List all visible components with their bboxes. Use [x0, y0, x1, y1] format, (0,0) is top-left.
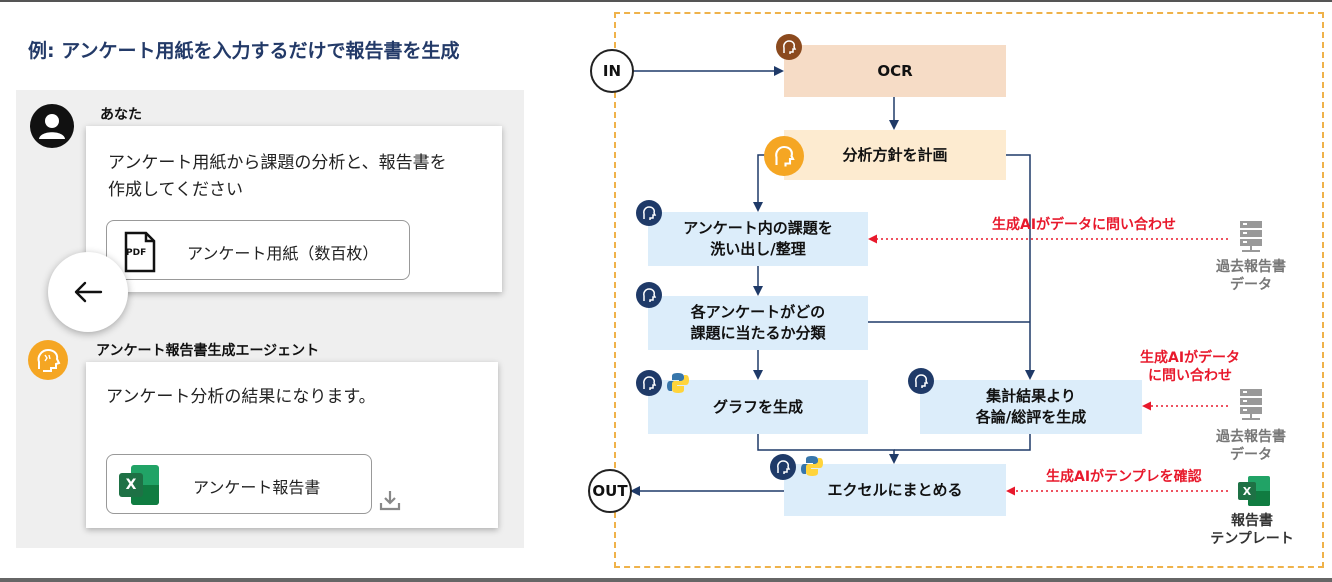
excel-node: エクセルにまとめる — [784, 464, 1006, 516]
in-node: IN — [590, 49, 634, 93]
download-icon[interactable] — [378, 488, 402, 512]
bottom-border — [0, 578, 1332, 582]
ai-brain-icon — [908, 368, 934, 394]
ai-brain-icon — [776, 34, 802, 60]
python-icon — [667, 373, 689, 393]
out-node: OUT — [588, 469, 632, 513]
edge-plan-summary — [1006, 154, 1035, 380]
annotation-query2: 生成AIがデータに問い合わせ — [1140, 350, 1241, 384]
database-server-icon — [1240, 389, 1262, 420]
user-avatar-icon — [30, 104, 74, 148]
annotation-query1: 生成AIがデータに問い合わせ — [992, 217, 1177, 233]
agent-message-text: アンケート分析の結果になります。 — [106, 387, 376, 407]
top-border — [0, 0, 1332, 2]
agent-brain-icon — [28, 340, 68, 380]
classify-node: 各アンケートがどの課題に当たるか分類 — [648, 296, 868, 350]
ai-brain-icon — [636, 282, 662, 308]
excel-file-icon: X — [119, 465, 159, 505]
python-icon — [801, 456, 823, 476]
back-button[interactable] — [48, 252, 128, 332]
ai-brain-icon — [636, 200, 662, 226]
source-past1-label: 過去報告書データ — [1216, 259, 1286, 293]
arrow-left-icon — [74, 281, 103, 303]
user-message-line1: アンケート用紙から課題の分析と、報告書を — [108, 153, 447, 173]
graph-node: グラフを生成 — [648, 380, 868, 434]
user-attachment-name: アンケート用紙（数百枚） — [187, 244, 379, 263]
page-title: 例: アンケート用紙を入力するだけで報告書を生成 — [28, 40, 460, 62]
pdf-file-icon — [124, 231, 156, 273]
edge-graph-excel — [757, 434, 899, 464]
agent-name-label: アンケート報告書生成エージェント — [96, 343, 320, 359]
edge-summary-excel — [894, 434, 1031, 451]
agent-message-bubble: アンケート分析の結果になります。 X アンケート報告書 — [86, 362, 498, 528]
annotation-template: 生成AIがテンプレを確認 — [1046, 469, 1202, 485]
ocr-node: OCR — [784, 45, 1006, 97]
ai-brain-icon — [770, 454, 796, 480]
user-message-line2: 作成してください — [108, 180, 243, 200]
database-server-icon — [1240, 221, 1262, 252]
flow-container — [614, 12, 1324, 568]
ai-brain-icon — [636, 370, 662, 396]
ai-brain-icon — [764, 136, 804, 176]
pdf-badge: PDF — [126, 248, 147, 258]
excel-template-icon: X — [1238, 476, 1270, 506]
source-template-label: 報告書テンプレート — [1210, 513, 1294, 547]
user-attachment-card[interactable]: PDF アンケート用紙（数百枚） — [106, 220, 410, 280]
agent-attachment-name: アンケート報告書 — [193, 478, 321, 497]
user-name-label: あなた — [100, 107, 142, 123]
issues-node: アンケート内の課題を洗い出し/整理 — [648, 212, 868, 266]
agent-attachment-card[interactable]: X アンケート報告書 — [106, 454, 372, 514]
user-message-bubble: アンケート用紙から課題の分析と、報告書を 作成してください PDF アンケート用… — [86, 126, 502, 292]
plan-node: 分析方針を計画 — [784, 130, 1006, 180]
source-past2-label: 過去報告書データ — [1216, 429, 1286, 463]
summary-node: 集計結果より各論/総評を生成 — [920, 380, 1142, 434]
